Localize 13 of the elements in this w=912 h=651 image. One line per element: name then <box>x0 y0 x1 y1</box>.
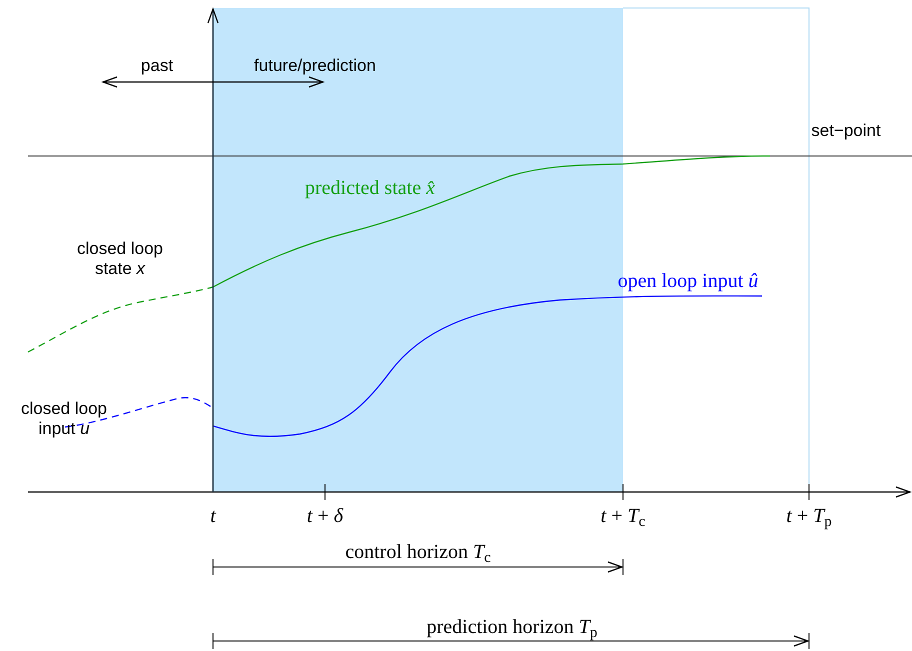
axis-label: future/prediction <box>254 55 376 77</box>
tick-label: t + δ <box>306 504 344 529</box>
curve-label: predicted state x̂ <box>305 176 435 201</box>
reference-label: set−point <box>811 120 881 142</box>
curve-label: closed loop input u <box>20 399 108 439</box>
horizon-label: control horizon T$_{c}$ <box>345 540 491 567</box>
tick-label: t + T$_{p}$ <box>786 504 832 531</box>
tick-label: t + T$_{c}$ <box>600 504 646 531</box>
horizon-label: prediction horizon T$_{p}$ <box>426 615 598 642</box>
axis-label: past <box>140 55 174 77</box>
tick-label: t <box>210 504 216 529</box>
curve-label: closed loop state x <box>76 239 164 279</box>
curve-label: open loop input û <box>618 269 758 294</box>
